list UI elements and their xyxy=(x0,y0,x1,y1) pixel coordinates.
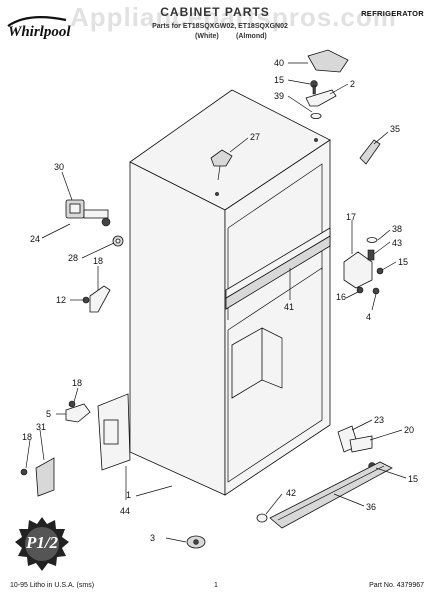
callout-label: 17 xyxy=(346,212,356,222)
leader-lines xyxy=(25,62,407,543)
cap xyxy=(210,149,233,167)
callout-label: 1 xyxy=(126,490,131,500)
lower-hinge xyxy=(65,403,91,423)
part-number: Part No. 4379967 xyxy=(369,582,424,589)
hinge-cover xyxy=(35,457,55,497)
hinge-pin xyxy=(367,249,375,261)
callout-label: 5 xyxy=(46,409,51,419)
callout-label: 15 xyxy=(408,474,418,484)
screw-icon xyxy=(372,287,380,295)
base-grille xyxy=(269,461,393,529)
washer xyxy=(366,237,378,243)
callout-label: 43 xyxy=(392,238,402,248)
screw-icon xyxy=(20,468,28,476)
screw-icon xyxy=(68,400,76,408)
variant-almond: (Almond) xyxy=(236,33,267,40)
variant-white: (White) xyxy=(195,33,219,40)
center-hinge xyxy=(343,251,373,289)
brand-name: Whirlpool xyxy=(8,24,71,40)
callout-label: 23 xyxy=(374,415,384,425)
cabinet xyxy=(129,89,331,496)
brand-logo: Whirlpool xyxy=(6,14,71,44)
cabinet-front xyxy=(224,139,331,496)
callout-label: 12 xyxy=(56,295,66,305)
callout-label: 36 xyxy=(366,502,376,512)
callout-label: 18 xyxy=(22,432,32,442)
callout-label: 35 xyxy=(390,124,400,134)
callout-label: 3 xyxy=(150,533,155,543)
leveler xyxy=(256,513,268,523)
callout-label: 4 xyxy=(366,312,371,322)
badge-icon: P1/2 xyxy=(14,516,70,572)
callout-label: 42 xyxy=(286,488,296,498)
callout-label: 31 xyxy=(36,422,46,432)
callout-label: 38 xyxy=(392,224,402,234)
callout-label: 15 xyxy=(274,75,284,85)
top-hinge-cover xyxy=(307,49,349,73)
callout-label: 16 xyxy=(336,292,346,302)
category-label: REFRIGERATOR xyxy=(361,9,424,18)
screw-icon xyxy=(356,286,364,294)
callout-label: 15 xyxy=(398,257,408,267)
diagram-title: CABINET PARTS xyxy=(160,5,270,19)
callout-label: 27 xyxy=(250,132,260,142)
watermark-text: Appliancepartspros.com xyxy=(70,2,397,32)
callout-label: 18 xyxy=(72,378,82,388)
cabinet-left-side xyxy=(129,161,226,496)
badge-text: P1/2 xyxy=(25,533,59,552)
callout-label: 30 xyxy=(54,162,64,172)
callout-label: 18 xyxy=(93,256,103,266)
callout-label: 40 xyxy=(274,58,284,68)
washer xyxy=(310,113,322,120)
bracket xyxy=(359,139,381,165)
screw-icon xyxy=(310,80,318,95)
page-number: 1 xyxy=(214,582,218,589)
callout-label: 24 xyxy=(30,234,40,244)
callout-label: 2 xyxy=(350,79,355,89)
screw-icon xyxy=(376,267,384,275)
callout-label: 39 xyxy=(274,91,284,101)
callout-label: 41 xyxy=(284,302,294,312)
model-numbers: Parts for ET18SQXGW02, ET18SQXGN02 xyxy=(152,23,288,30)
callout-label: 28 xyxy=(68,253,78,263)
bracket-screw-set xyxy=(89,285,111,313)
callout-label: 44 xyxy=(120,506,130,516)
print-info: 10-95 Litho in U.S.A. (sms) xyxy=(10,582,95,589)
top-hinge xyxy=(305,89,337,107)
callout-label: 20 xyxy=(404,425,414,435)
callout-labels: 40 15 2 39 35 27 30 17 38 43 15 24 28 18… xyxy=(22,58,418,543)
brand-swoosh-icon xyxy=(7,15,67,27)
